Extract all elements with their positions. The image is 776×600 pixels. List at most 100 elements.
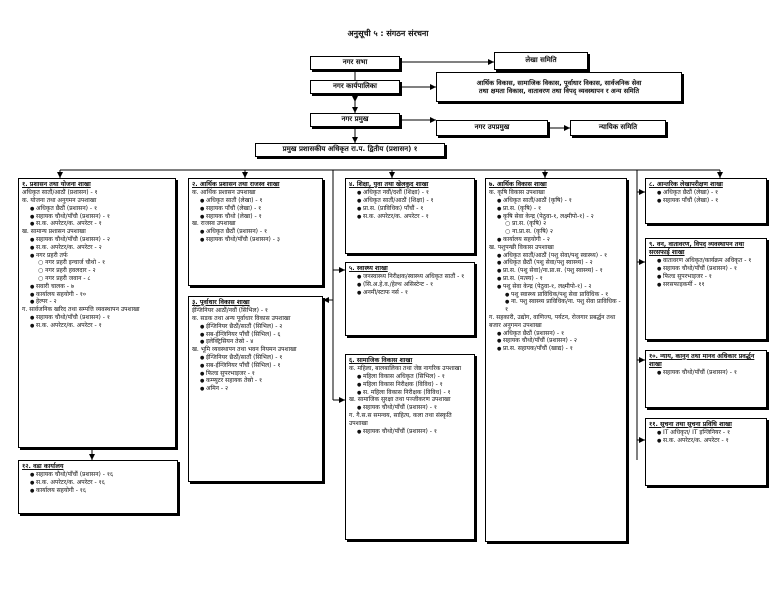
s11-line: IT अधिकृत/ IT इन्जिनियर - १: [649, 429, 763, 437]
s6-line: ग. गै.स.स समन्वय, साहित्य, कला तथा संस्क…: [349, 411, 452, 427]
s6-line: सहायक चौथो/पाँचौं (प्रशासन) - १: [349, 404, 471, 412]
s4-line: स.क. अपरेटर/क. अपरेटर - १: [349, 213, 471, 221]
s7-line: प्रा.स. (कृषि) - १: [489, 205, 623, 213]
s3-line: क. सडक तथा अन्य पूर्वाधार विकास उपशाखा: [192, 314, 291, 322]
s7-line: सहायक चौथो/पाँचौं (प्रशासन) - २: [489, 337, 623, 345]
s1-line: कार्यालय सहयोगी - १०: [22, 291, 172, 299]
s3-line: सब-ईन्जिनियर पाँचौं (सिभिल) - ६: [192, 331, 319, 339]
s7-line: प्रा.स. (कृषि) २: [489, 220, 623, 228]
samiti-line-1: आर्थिक विकास, सामाजिक विकास, पूर्वाधार व…: [476, 78, 642, 87]
s1-line: सहायक चौथो/पाँचौ (प्रशासन) - २: [22, 236, 172, 244]
samiti-line-2: तथा क्षमता विकास, वातावरण तथा विपद् व्यव…: [478, 87, 640, 95]
s1-line: अधिकृत छैठौं (प्रशासन) - १: [22, 205, 172, 213]
s2-line: क. आर्थिक प्रशासन उपशाखा: [192, 189, 256, 197]
upapramukh-label: नगर उपप्रमुख: [474, 123, 510, 132]
s2-line: ख. राजस्व उपशाखा: [192, 220, 236, 228]
s7-line: ना.प्रा.स. (कृषि) २: [489, 228, 623, 236]
section-2-box: २. आर्थिक प्रशासन तथा राजस्व शाखा क. आर्…: [188, 178, 323, 286]
s6-line: स. महिला विकास निरीक्षक (विविध) - १: [349, 389, 471, 397]
s4-line: अधिकृत सातौं/आठौं (शिक्षा) - १: [349, 197, 471, 205]
s7-line: अधिकृत सातौं/आठौं (कृषि) - १: [489, 197, 623, 205]
upapramukh-box: नगर उपप्रमुख: [436, 120, 548, 136]
s1-line: ग. सार्वजनिक खरिद तथा सम्पत्ति व्यवस्थाप…: [22, 306, 140, 314]
pramukh-label: नगर प्रमुख: [341, 115, 369, 124]
s8-line: अधिकृत छैठौं (लेखा) - १: [649, 189, 763, 197]
s7-line: अधिकृत छैठौं (प्रशासन) - १: [489, 330, 623, 338]
section-11-box: ११. सूचना तथा सूचना प्रविधि शाखा IT अधिक…: [645, 418, 767, 486]
s3-line: कम्प्युटर सहायक तेस्रो - १: [192, 377, 319, 385]
s6-line: ख. सामाजिक सुरक्षा तथा पञ्जीकरण उपशाखा: [349, 396, 451, 404]
section-11-title: ११. सूचना तथा सूचना प्रविधि शाखा: [649, 421, 732, 428]
s1-line: ख. सामान्य प्रशासन उपशाखा: [22, 228, 86, 236]
cao-box: प्रमुख प्रशासकीय अधिकृत रा.प. द्वितीय (प…: [255, 143, 445, 157]
s1-line: नगर प्रहरी तर्फ: [22, 252, 172, 260]
s6-line: क. महिला, बालबालिका तथा जेष्ठ नागरिक उपश…: [349, 365, 462, 373]
s9-line: वातावरण अधिकृत/कार्यक्रम अधिकृत - १: [649, 257, 763, 265]
s5-line: (सि.अ.हे.व./हेल्थ असिस्टेन्ट - १: [349, 281, 471, 289]
s1-line: स.क. अपरेटर/क. अपरेटर - २: [22, 244, 172, 252]
s2-line: अधिकृत छैठौं (प्रशासन) - १: [192, 228, 319, 236]
s7-line: कार्यालय सहयोगी - २: [489, 236, 623, 244]
s7-line: पशु स्वास्थ्य प्राविधिक/पशु सेवा प्राविध…: [489, 291, 623, 299]
s7-line: ग. सहकारी, उद्योग, वाणिज्य, पर्यटन, रोजग…: [489, 313, 616, 329]
section-12-title: १२. वडा कार्यालय: [22, 463, 64, 470]
section-1-title: १. प्रशासन तथा योजना शाखा: [22, 181, 91, 188]
s7-line: अधिकृत सातौं/आठौं (पशु सेवा/पशु स्वास्थ्…: [489, 252, 623, 260]
section-4-box: ४. शिक्षा, युवा तथा खेलकुद शाखा अधिकृत न…: [345, 178, 475, 254]
s1-line: सवारी चालक - ७: [22, 283, 172, 291]
s1-line: हेल्पर - २: [22, 298, 172, 306]
s2-line: सहायक चौथो/पाँचौ (प्रशासन) - ३: [192, 236, 319, 244]
s12-line: स.क. अपरेटर/क. अपरेटर - १६: [22, 479, 174, 487]
s7-line: ना. पशु स्वास्थ्य प्राविधिक/ना. पशु सेवा…: [489, 298, 623, 314]
s7-line: अधिकृत छैठौं (पशु सेवा/पशु स्वास्थ्य) - …: [489, 259, 623, 267]
s4-line: अधिकृत नवौं/दशौं (शिक्षा) - १: [349, 189, 471, 197]
s5-line: अनमी/स्टाफ नर्स - १: [349, 289, 471, 297]
nyayik-samiti-box: न्यायिक समिति: [570, 120, 666, 136]
s1-line: सहायक चौथो/पाँचौ (प्रशासन) - १: [22, 213, 172, 221]
s2-line: अधिकृत सातौं (लेखा) - १: [192, 197, 319, 205]
lekha-samiti-box: लेखा समिति: [494, 52, 588, 70]
karyapalika-box: नगर कार्यपालिका: [310, 80, 400, 94]
samiti-box: आर्थिक विकास, सामाजिक विकास, पूर्वाधार व…: [436, 72, 682, 102]
s12-line: कार्यालय सहयोगी - १६: [22, 487, 174, 495]
section-5-title: ५. स्वास्थ्य शाखा: [349, 265, 388, 272]
section-9-box: ९. वन, वातावरण, विपद् व्यवस्थापन तथा सरस…: [645, 238, 767, 340]
s7-line: प्रा.स. सहायक/पाँचौं (खाद्य) - १: [489, 345, 623, 353]
s3-line: ईन्जिनियर छैठौं/सातौं (सिभिल) - २: [192, 323, 319, 331]
s9-line: सरसफाइकर्मी - ११: [649, 281, 763, 289]
s1-line: स.क. अपरेटर/क. अपरेटर - १: [22, 322, 172, 330]
nagar-sabha-box: नगर सभा: [310, 56, 400, 70]
s3-line: इलेक्ट्रिसियन तेस्रो - ४: [192, 338, 319, 346]
s6-line: महिला विकास निरीक्षक (विविध) - १: [349, 381, 471, 389]
s9-line: फिल्ड सुपरभाइजर - १: [649, 273, 763, 281]
section-7-box: ७. आर्थिक विकास शाखा क. कृषि विकास उपशाख…: [485, 178, 627, 542]
section-4-title: ४. शिक्षा, युवा तथा खेलकुद शाखा: [349, 181, 429, 188]
section-3-title: ३. पूर्वाधार विकास शाखा: [192, 299, 250, 306]
s7-line: कृषि सेवा केन्द्र (पेठुवा-१, लक्ष्मीपो-१…: [489, 213, 623, 221]
section-10-box: १०. न्याय, कानुन तथा मानव अधिकार प्रवर्द…: [645, 350, 767, 408]
section-8-box: ८. आन्तरिक लेखापरीक्षण शाखा अधिकृत छैठौं…: [645, 178, 767, 224]
karyapalika-label: नगर कार्यपालिका: [333, 82, 377, 91]
section-7-title: ७. आर्थिक विकास शाखा: [489, 181, 547, 188]
s3-line: अमिन - २: [192, 385, 319, 393]
s1-line: स.क. अपरेटर/क. अपरेटर - १: [22, 220, 172, 228]
section-12-box: १२. वडा कार्यालय सहायक चौथो/पाँचौं (प्रश…: [18, 460, 178, 514]
s4-line: प्रा.स. (प्राविधिक) पाँचौं - १: [349, 205, 471, 213]
s6-line: सहायक चौथो/पाँचौं (प्रशासन) - १: [349, 428, 471, 436]
nagar-sabha-label: नगर सभा: [342, 58, 368, 67]
s3-line: ईन्जिनियर आठौं/नवौं (सिभिल) - १: [192, 307, 269, 315]
s1-line: सहायक चौथो/पाँचौ (प्रशासन) - १: [22, 314, 172, 322]
s7-line: प्रा.स. (मत्स्य) - १: [489, 275, 623, 283]
s3-line: फिल्ड सुपरभाइजर - १: [192, 370, 319, 378]
s2-line: सहायक चौथो (लेखा) - १: [192, 213, 319, 221]
s7-line: प्रा.स. (पशु सेवा)/ना.प्रा.स. (पशु स्वास…: [489, 267, 623, 275]
lekha-samiti-label: लेखा समिति: [525, 56, 557, 65]
s1-line: क. योजना तथा अनुगमन उपशाखा: [22, 196, 97, 204]
section-2-title: २. आर्थिक प्रशासन तथा राजस्व शाखा: [192, 181, 280, 188]
s5-line: जनस्वास्थ्य निरीक्षक/स्वास्थ्य अधिकृत सा…: [349, 273, 471, 281]
s9-line: सहायक चौथो/पाँचौं (प्रशासन) - १: [649, 265, 763, 273]
s12-line: सहायक चौथो/पाँचौं (प्रशासन) - १६: [22, 471, 174, 479]
s6-line: महिला विकास अधिकृत (सिभिल) - १: [349, 373, 471, 381]
section-1-box: १. प्रशासन तथा योजना शाखा अधिकृत सातौं/आ…: [18, 178, 176, 448]
section-8-title: ८. आन्तरिक लेखापरीक्षण शाखा: [649, 181, 723, 188]
